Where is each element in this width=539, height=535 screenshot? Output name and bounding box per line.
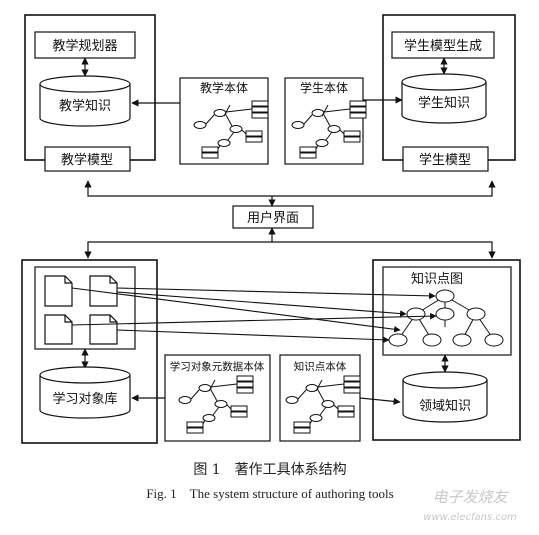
domain-knowledge-label: 领域知识 <box>419 398 471 414</box>
teaching-ontology-label: 教学本体 <box>200 80 248 95</box>
watermark-logo: 电子发烧友 <box>432 488 509 506</box>
figure-caption-en: Fig. 1 The system structure of authoring… <box>146 486 393 501</box>
learning-object-repository-db <box>39 366 131 419</box>
teaching-module: 教学规划器 教学知识 教学模型 <box>24 14 156 172</box>
ui-bottom-connector <box>84 241 496 259</box>
student-knowledge-db <box>401 73 487 124</box>
watermark-url: www.elecfans.com <box>423 512 517 523</box>
teaching-model-box <box>44 146 131 172</box>
domain-knowledge-db <box>402 371 488 423</box>
concept-map-tree <box>388 289 504 347</box>
teaching-knowledge-label: 教学知识 <box>59 98 111 114</box>
figure-caption-cn: 图 1 著作工具体系结构 <box>193 462 346 478</box>
student-ontology: 学生本体 <box>284 77 367 165</box>
document-concept-links <box>71 287 437 344</box>
concept-ontology-arrow <box>359 397 401 405</box>
student-model-label: 学生模型 <box>419 152 471 168</box>
student-ontology-label: 学生本体 <box>300 80 348 95</box>
student-model-gen-box <box>391 31 495 59</box>
domain-module: 知识点图 领域知识 <box>372 259 521 441</box>
ui-top-connector <box>84 180 496 197</box>
document-icon <box>89 275 118 307</box>
concept-ontology-label: 知识点本体 <box>294 360 347 373</box>
metadata-ontology-label: 学习对象元数据本体 <box>170 360 265 373</box>
concept-ontology: 知识点本体 <box>279 354 361 442</box>
learning-object-module: 学习对象库 <box>21 259 158 444</box>
student-model-gen-label: 学生模型生成 <box>404 38 482 54</box>
concept-map-label: 知识点图 <box>411 271 463 287</box>
document-icon <box>44 314 73 345</box>
document-icon <box>44 275 73 307</box>
teaching-ontology: 教学本体 <box>179 77 269 165</box>
metadata-ontology: 学习对象元数据本体 <box>164 354 271 442</box>
teaching-model-label: 教学模型 <box>61 152 113 168</box>
document-icon <box>89 314 118 345</box>
student-knowledge-label: 学生知识 <box>418 95 470 111</box>
student-module: 学生模型生成 学生知识 学生模型 <box>382 14 516 172</box>
teaching-planner-label: 教学规划器 <box>52 38 117 54</box>
teaching-knowledge-db <box>39 75 131 127</box>
learning-object-repository-label: 学习对象库 <box>52 391 117 407</box>
student-model-box <box>402 146 489 172</box>
user-interface-label: 用户界面 <box>247 210 299 226</box>
